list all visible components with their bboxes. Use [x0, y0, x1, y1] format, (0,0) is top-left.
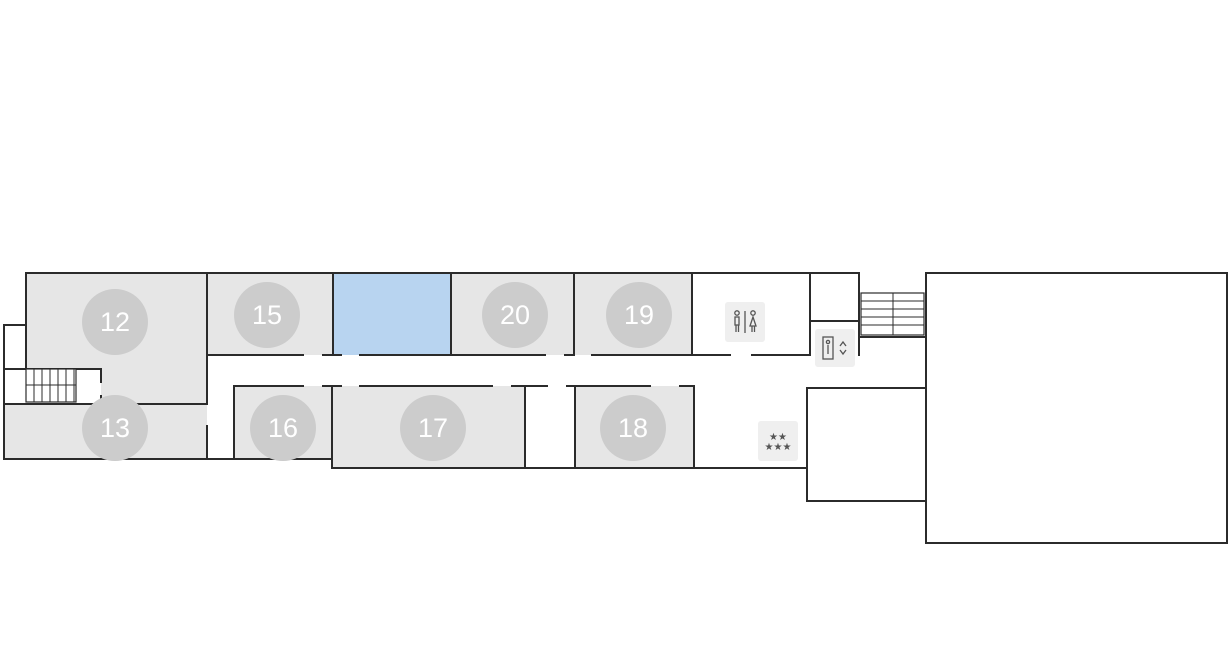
- elevator-icon[interactable]: [815, 329, 855, 367]
- room-19[interactable]: 19: [606, 282, 672, 348]
- room-19-badge: [606, 282, 672, 348]
- room-19-label: 19: [624, 300, 654, 330]
- room-13-label: 13: [100, 413, 130, 443]
- room-16-badge: [250, 395, 316, 461]
- highlighted-room-area[interactable]: [333, 273, 451, 355]
- lounge-icon[interactable]: ★★ ★★★: [758, 421, 798, 461]
- room-12-label: 12: [100, 307, 130, 337]
- stairs-left: [25, 368, 77, 403]
- room-20-badge: [482, 282, 548, 348]
- room-15[interactable]: 15: [234, 282, 300, 348]
- room-12[interactable]: 12: [82, 289, 148, 355]
- room-18[interactable]: 18: [600, 395, 666, 461]
- room-15-badge: [234, 282, 300, 348]
- room-17[interactable]: 17: [400, 395, 466, 461]
- room-18-label: 18: [618, 413, 648, 443]
- room-16[interactable]: 16: [250, 395, 316, 461]
- lounge-stars-top: ★★: [769, 432, 787, 443]
- room-13-badge: [82, 395, 148, 461]
- room-20[interactable]: 20: [482, 282, 548, 348]
- room-17-badge: [400, 395, 466, 461]
- restroom-icon[interactable]: [725, 302, 765, 342]
- room-12-badge: [82, 289, 148, 355]
- room-18-badge: [600, 395, 666, 461]
- room-20-label: 20: [500, 300, 530, 330]
- lounge-stars-bottom: ★★★: [765, 442, 792, 453]
- room-15-label: 15: [252, 300, 282, 330]
- room-13[interactable]: 13: [82, 395, 148, 461]
- room-16-label: 16: [268, 413, 298, 443]
- stairs-right: [860, 292, 925, 336]
- room-17-label: 17: [418, 413, 448, 443]
